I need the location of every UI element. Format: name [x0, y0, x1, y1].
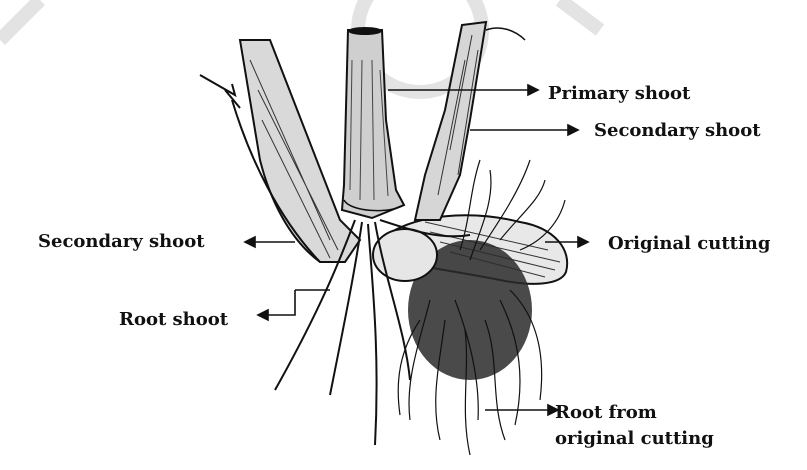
left-secondary-shoot: [200, 40, 360, 262]
label-root-from-line1: Root from: [555, 400, 714, 426]
watermark: [0, 0, 600, 92]
label-root-shoot: Root shoot: [119, 308, 228, 332]
label-primary-shoot: Primary shoot: [548, 82, 690, 106]
right-secondary-shoot: [415, 22, 525, 220]
primary-shoot: [342, 27, 404, 218]
label-root-from-line2: original cutting: [555, 426, 714, 452]
label-secondary-shoot-right: Secondary shoot: [594, 119, 761, 143]
label-secondary-shoot-left: Secondary shoot: [38, 230, 205, 254]
label-root-from-original-cutting: Root from original cutting: [555, 400, 714, 452]
label-original-cutting: Original cutting: [608, 232, 770, 256]
